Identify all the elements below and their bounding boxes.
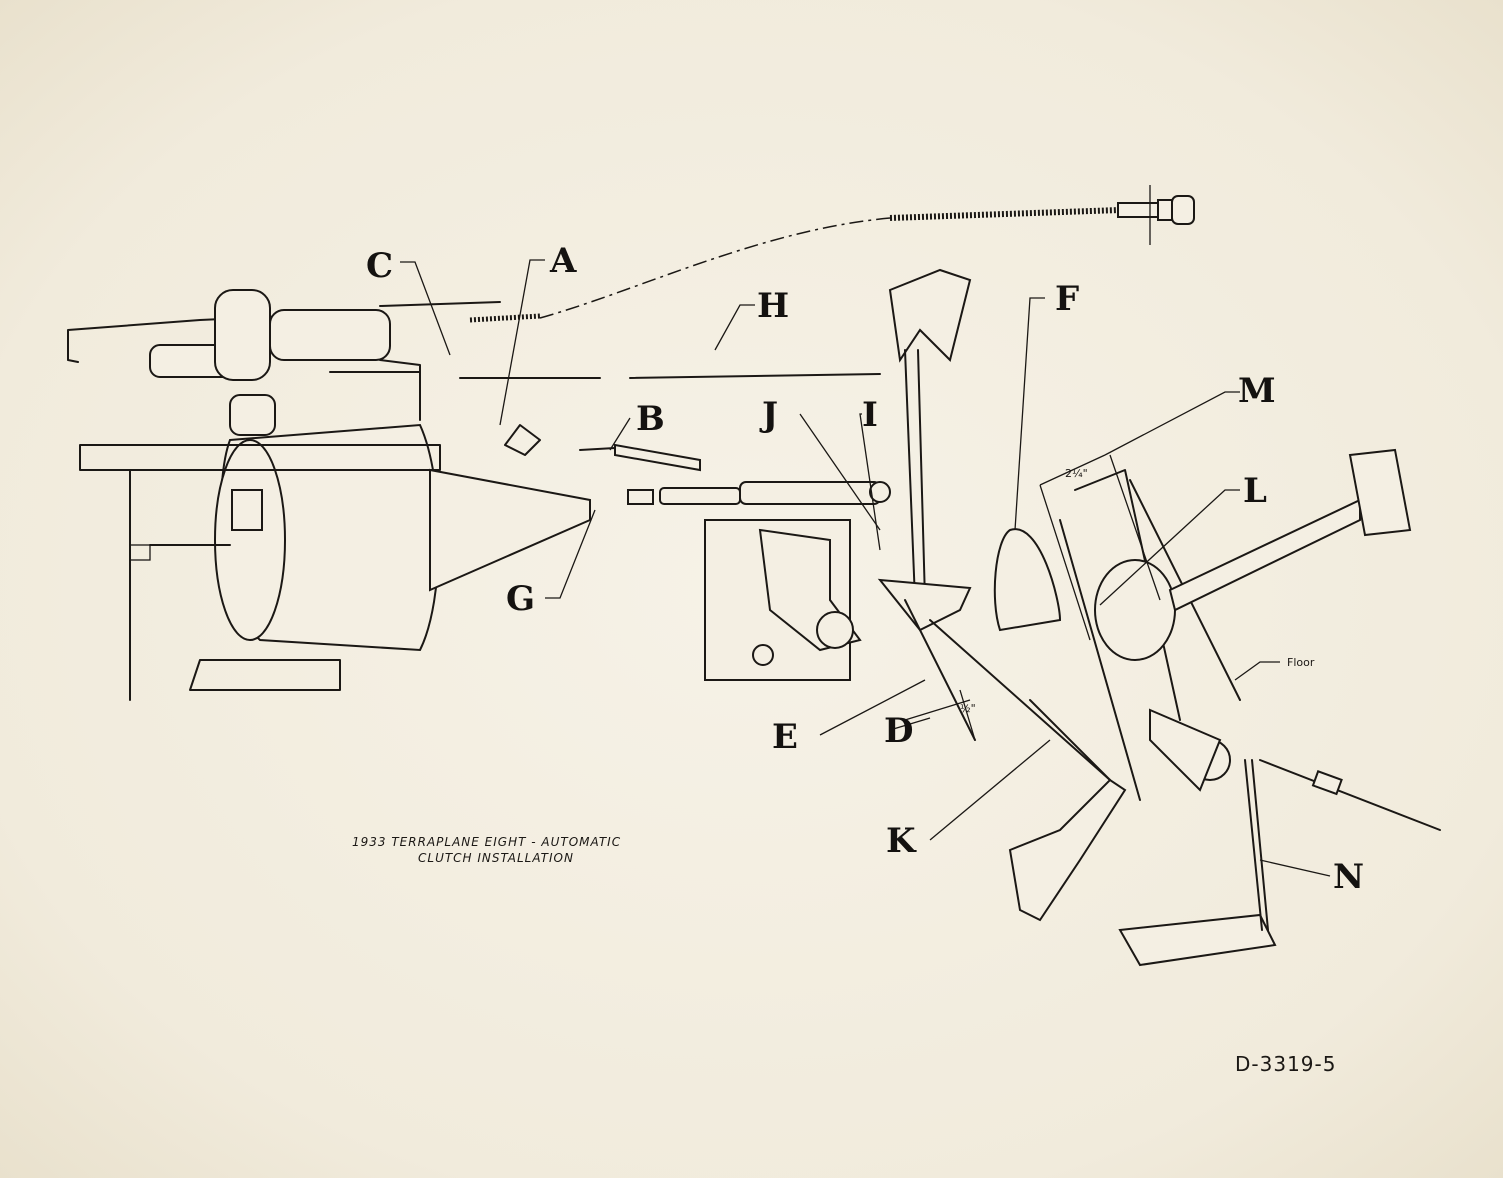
control-cable xyxy=(539,185,1195,319)
stop-pad xyxy=(993,528,1062,632)
pedal-bracket xyxy=(704,268,1111,781)
callout-n: N xyxy=(1333,857,1364,897)
callout-f: F xyxy=(1055,279,1079,319)
callout-k: K xyxy=(886,821,917,861)
leader-lines xyxy=(400,259,1331,877)
vacuum-booster-assembly xyxy=(67,289,591,701)
dimension-m: 2¼" xyxy=(1065,467,1088,480)
callout-i: I xyxy=(862,395,878,435)
title-line-2: CLUTCH INSTALLATION xyxy=(418,851,574,865)
callout-d: D xyxy=(884,711,913,751)
callout-c: C xyxy=(366,246,393,286)
title-line-1: 1933 TERRAPLANE EIGHT - AUTOMATIC xyxy=(352,835,621,849)
callout-l: L xyxy=(1243,471,1267,511)
callout-b: B xyxy=(636,399,665,439)
callout-j: J xyxy=(759,395,778,435)
callout-h: H xyxy=(757,286,789,326)
callout-a: A xyxy=(549,241,577,281)
drawing-number: D-3319-5 xyxy=(1235,1052,1336,1076)
dimension-d: ½" xyxy=(960,702,976,715)
callout-m: M xyxy=(1238,371,1276,411)
floor-label: Floor xyxy=(1287,656,1315,669)
callout-e: E xyxy=(772,717,798,757)
clutch-pedal xyxy=(1059,448,1412,801)
cross-shaft-and-lever xyxy=(1008,699,1441,967)
linkage-rods xyxy=(459,373,891,505)
callout-g: G xyxy=(506,579,535,619)
